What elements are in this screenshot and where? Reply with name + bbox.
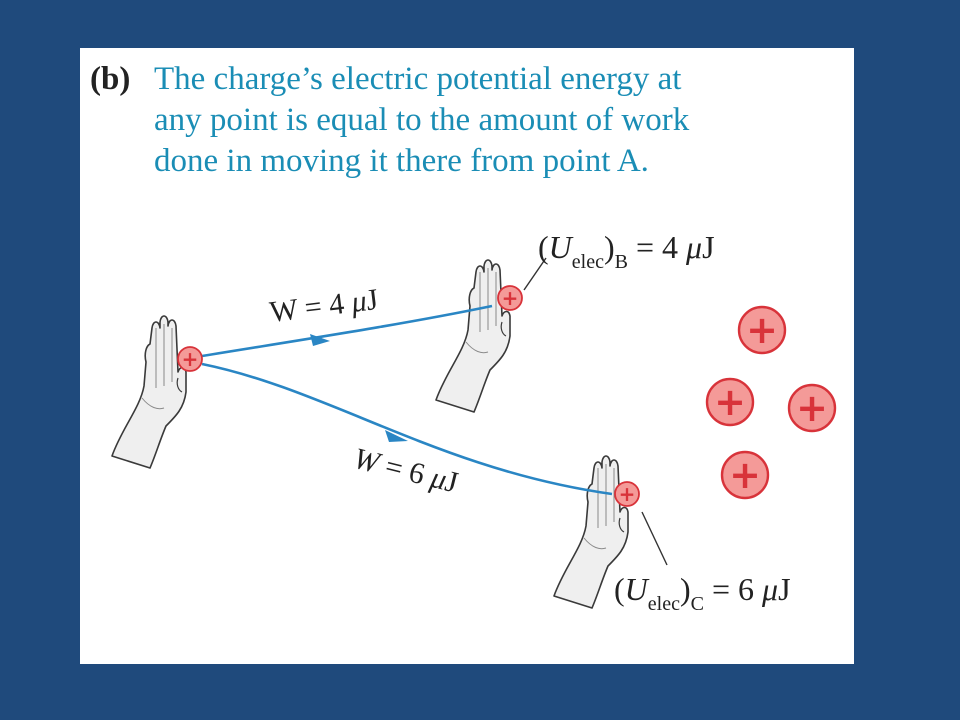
source-charge-4-sign: + (729, 453, 761, 497)
source-charge-1: + (737, 305, 787, 355)
path-b-arrowhead (310, 334, 330, 346)
charge-a-sign: + (182, 347, 199, 371)
path-a-to-b (201, 304, 493, 358)
work-label-b: W = 4 μJ (268, 283, 380, 329)
path-c-arrowhead (385, 430, 408, 442)
source-charge-2: + (705, 377, 755, 427)
path-a-to-c (201, 362, 613, 496)
energy-label-b: (Uelec)B = 4 μJ (538, 229, 715, 273)
energy-label-c: (Uelec)C = 6 μJ (614, 571, 791, 615)
charge-c-sign: + (619, 482, 636, 506)
figure-caption: (b) The charge’s electric potential energ… (90, 59, 830, 182)
source-charge-1-sign: + (746, 308, 778, 352)
hand-b (435, 259, 511, 413)
source-charge-2-sign: + (714, 380, 746, 424)
charge-c: + (614, 481, 640, 507)
caption-line-2: any point is equal to the amount of work (154, 102, 690, 138)
hand-a (111, 315, 187, 469)
charge-a: + (177, 346, 203, 372)
charge-b-sign: + (502, 286, 519, 310)
charge-b: + (497, 285, 523, 311)
leader-line-c (641, 511, 668, 566)
source-charge-3-sign: + (796, 386, 828, 430)
source-charge-3: + (787, 383, 837, 433)
leader-line-b (523, 257, 547, 291)
figure-part-label: (b) (90, 61, 131, 97)
caption-line-1: (b) The charge’s electric potential energ… (90, 59, 830, 100)
source-charge-4: + (720, 450, 770, 500)
caption-line-3: done in moving it there from point A. (154, 143, 649, 179)
caption-text-1: The charge’s electric potential energy a… (154, 61, 682, 97)
